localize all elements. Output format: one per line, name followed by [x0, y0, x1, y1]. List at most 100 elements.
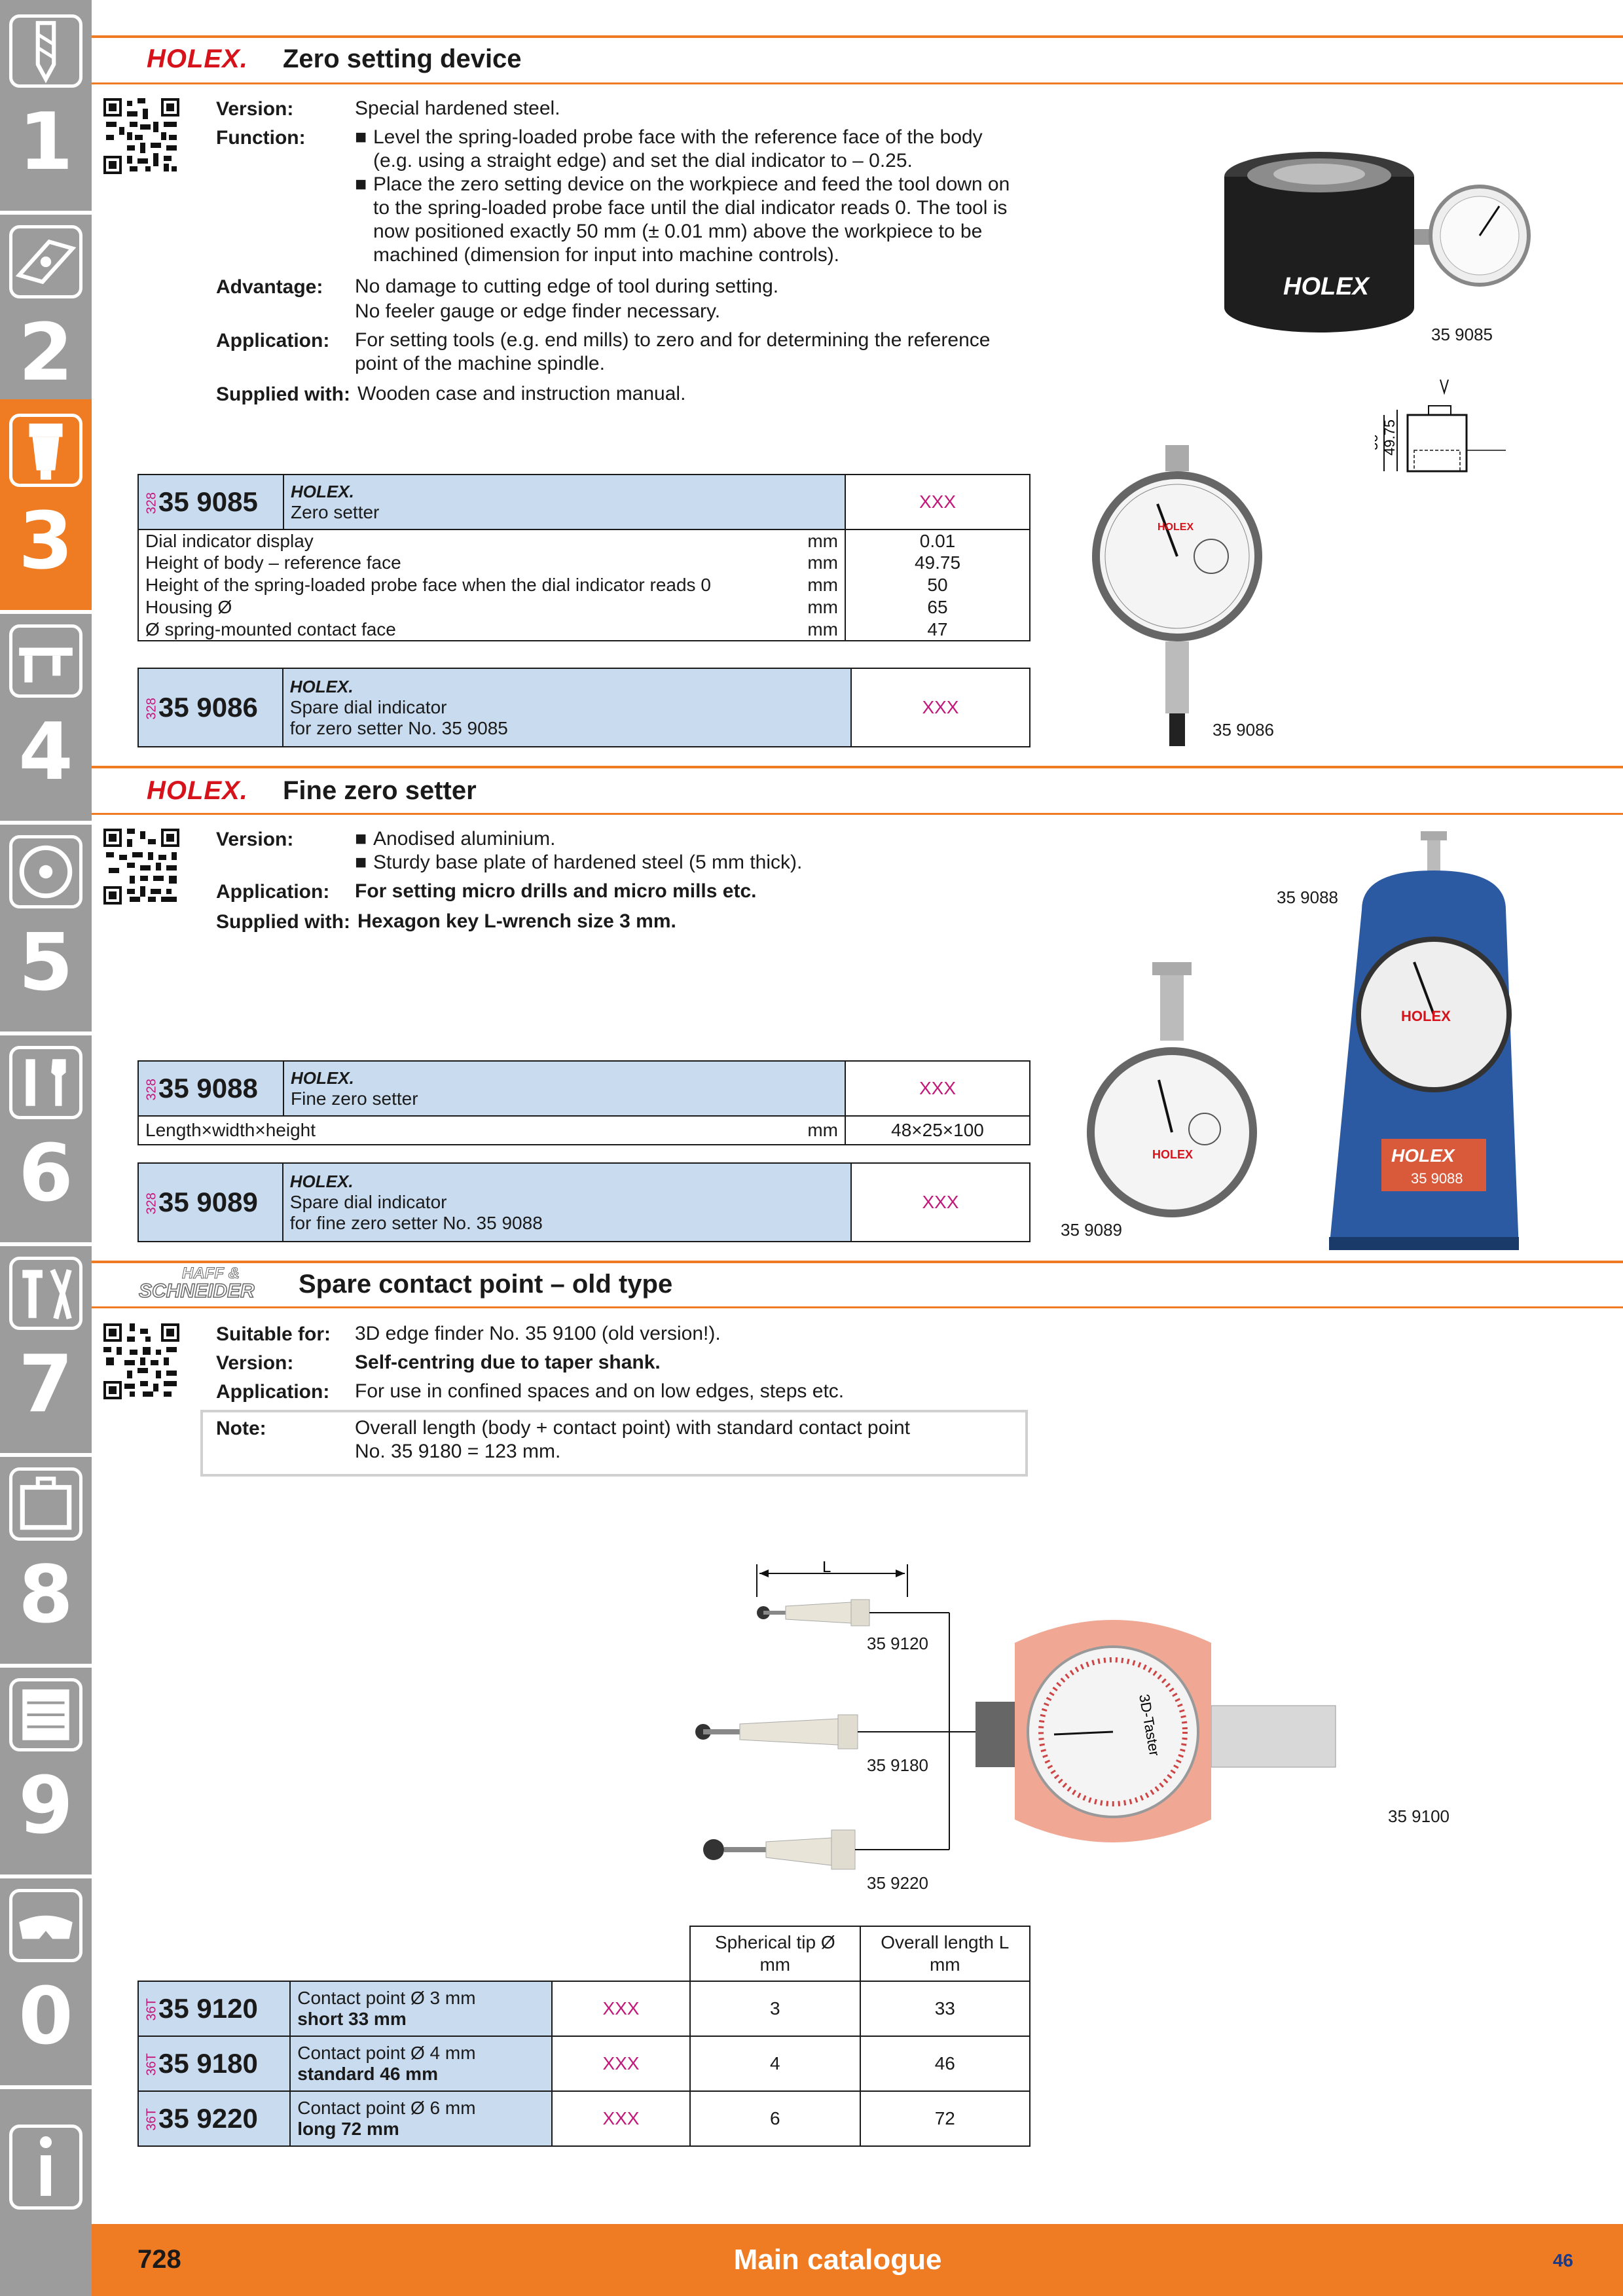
chapter-tab-1[interactable]: 1	[0, 0, 92, 211]
spec-value: 49.75	[845, 552, 1030, 574]
price: XXX	[850, 1162, 1031, 1242]
chapter-tab-2[interactable]: 2	[0, 211, 92, 422]
chapter-tab-0[interactable]: 0	[0, 1874, 92, 2085]
chapter-tab-4[interactable]: 4	[0, 610, 92, 821]
svg-text:HOLEX: HOLEX	[1158, 522, 1194, 533]
article-number[interactable]: 35 9220	[158, 2103, 258, 2134]
chapter-tab-5[interactable]: 5	[0, 821, 92, 1031]
catalogue-ref: 328	[144, 492, 159, 514]
price: XXX	[551, 2090, 691, 2147]
version-text: Self-centring due to taper shank.	[355, 1352, 661, 1373]
spec-label: Height of body – reference face	[137, 552, 792, 574]
product-table-359085: 32835 9085 HOLEX.Zero setter XXX Dial in…	[137, 474, 1030, 641]
section-rule	[92, 813, 1623, 815]
article-number[interactable]: 35 9089	[158, 1187, 258, 1217]
length-value: 33	[859, 1981, 1031, 2037]
spec-unit: mm	[792, 574, 846, 596]
article-number[interactable]: 35 9180	[158, 2048, 258, 2079]
catalogue-ref: 36T	[144, 1998, 159, 2021]
cabinet-icon	[9, 1678, 82, 1751]
function-text: now positioned exactly 50 mm (± 0.01 mm)…	[373, 221, 983, 242]
pliers-icon	[9, 1257, 82, 1330]
dimension-4975-text: 49.75	[1381, 420, 1398, 456]
contact-points-drawing: L 3D-Taster	[695, 1558, 1336, 1870]
section-rule	[92, 1306, 1623, 1308]
bullet-icon: ■	[355, 828, 367, 850]
drill-icon	[9, 14, 82, 88]
image-label: 35 9088	[1277, 888, 1338, 907]
spec-value: 50	[845, 574, 1030, 596]
catalogue-ref: 328	[144, 698, 159, 720]
product-description: Contact point Ø 6 mm	[297, 2098, 476, 2118]
dimension-L-text: L	[822, 1558, 831, 1576]
section-title: Zero setting device	[283, 45, 522, 73]
chapter-tab-8[interactable]: 8	[0, 1453, 92, 1664]
product-table-359088: 32835 9088 HOLEX.Fine zero setter XXX Le…	[137, 1060, 1030, 1145]
chapter-tab-info[interactable]: i	[0, 2085, 92, 2296]
spec-value: 48×25×100	[845, 1115, 1030, 1145]
wrench-icon	[9, 1046, 82, 1119]
zero-setter-image: HOLEX	[1224, 152, 1531, 332]
chapter-tab-3[interactable]: 3	[0, 399, 92, 610]
article-number[interactable]: 35 9086	[158, 692, 258, 723]
article-number[interactable]: 35 9085	[158, 486, 258, 517]
chapter-tab-9[interactable]: 9	[0, 1664, 92, 1874]
application-label: Application:	[216, 881, 330, 903]
price: XXX	[551, 2036, 691, 2092]
function-text: Place the zero setting device on the wor…	[373, 173, 1010, 195]
dial-indicator-image: HOLEX	[1087, 962, 1257, 1217]
qr-code-icon[interactable]	[103, 98, 179, 174]
image-label: 35 9220	[867, 1873, 928, 1893]
section-top-rule	[92, 1261, 1623, 1263]
svg-text:HOLEX: HOLEX	[1152, 1148, 1193, 1161]
fine-zero-setter-image: HOLEX HOLEX 35 9088	[1329, 831, 1519, 1250]
toolbox-icon	[9, 1467, 82, 1541]
tip-value: 4	[689, 2036, 861, 2092]
version-text: Sturdy base plate of hardened steel (5 m…	[373, 852, 803, 873]
section-top-rule	[92, 766, 1623, 768]
image-label: 35 9085	[1431, 325, 1493, 344]
catalogue-ref: 328	[144, 1079, 159, 1101]
note-text: Overall length (body + contact point) wi…	[355, 1417, 910, 1439]
price: XXX	[551, 1981, 691, 2037]
article-number[interactable]: 35 9088	[158, 1073, 258, 1103]
version-label: Version:	[216, 98, 294, 120]
image-label: 35 9100	[1388, 1806, 1450, 1826]
version-text: Special hardened steel.	[355, 98, 560, 119]
info-icon	[9, 2125, 82, 2210]
catalogue-ref: 328	[144, 1193, 159, 1215]
insert-icon	[9, 225, 82, 298]
spec-unit: mm	[792, 529, 846, 552]
function-text: Level the spring-loaded probe face with …	[373, 126, 983, 148]
note-text: No. 35 9180 = 123 mm.	[355, 1441, 561, 1462]
supplied-text: Hexagon key L-wrench size 3 mm.	[357, 910, 676, 932]
price: XXX	[850, 668, 1031, 747]
application-text: For use in confined spaces and on low ed…	[355, 1380, 845, 1402]
product-description: standard 46 mm	[297, 2064, 438, 2084]
application-text: For setting micro drills and micro mills…	[355, 880, 757, 902]
spec-label: Ø spring-mounted contact face	[137, 619, 792, 641]
spec-value: 65	[845, 596, 1030, 619]
page-number: 728	[137, 2245, 181, 2274]
product-description: Contact point Ø 4 mm	[297, 2043, 476, 2063]
tip-value: 6	[689, 2090, 861, 2147]
advantage-label: Advantage:	[216, 276, 323, 298]
qr-code-icon[interactable]	[103, 1323, 179, 1399]
product-description: Contact point Ø 3 mm	[297, 1988, 476, 2008]
qr-code-icon[interactable]	[103, 829, 179, 905]
application-label: Application:	[216, 1381, 330, 1403]
product-description: short 33 mm	[297, 2009, 407, 2029]
length-value: 72	[859, 2090, 1031, 2147]
chapter-tab-6[interactable]: 6	[0, 1031, 92, 1242]
safety-goggles-icon	[9, 1889, 82, 1962]
bullet-icon: ■	[355, 126, 367, 148]
holex-logo: HOLEX.	[147, 45, 248, 73]
chapter-tab-7[interactable]: 7	[0, 1242, 92, 1453]
footer-title: Main catalogue	[733, 2244, 942, 2276]
holex-logo: HOLEX.	[291, 1067, 354, 1088]
article-number[interactable]: 35 9120	[158, 1993, 258, 2024]
